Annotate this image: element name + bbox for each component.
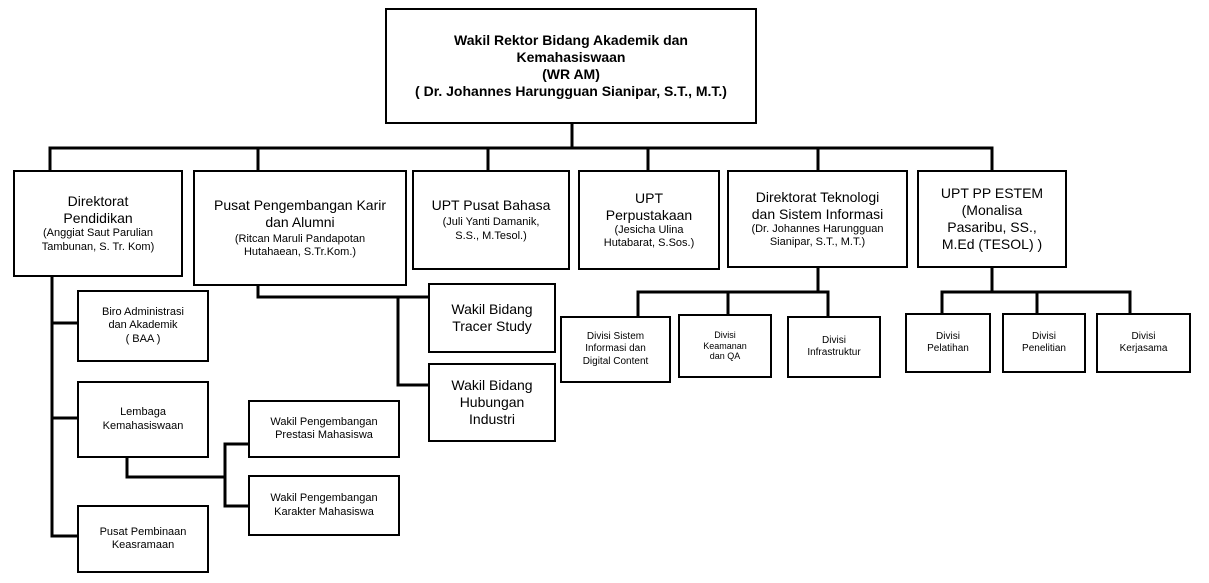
dir-pendidikan-title-1: Direktorat (67, 193, 129, 210)
pusat-pembinaan-line-1: Pusat Pembinaan (99, 525, 187, 538)
upt-bahasa-name-2: S.S., M.Tesol.) (455, 229, 527, 242)
ppka-name-1: (Ritcan Maruli Pandapotan (234, 232, 366, 245)
upt-estem-name-3: M.Ed (TESOL) ) (941, 236, 1043, 253)
div-sistem-line-3: Digital Content (582, 355, 649, 367)
baa-line-1: Biro Administrasi (102, 305, 184, 318)
upt-estem-name-2: Pasaribu, SS., (947, 219, 1037, 235)
lembaga-line-2: Kemahasiswaan (102, 419, 184, 432)
upt-bahasa-title: UPT Pusat Bahasa (431, 197, 551, 214)
div-sistem-line-1: Divisi Sistem (586, 331, 645, 343)
wp-karakter-line-2: Karakter Mahasiswa (274, 505, 374, 518)
ppka-title-1: Pusat Pengembangan Karir (214, 196, 386, 213)
hubungan-line-2: Hubungan (459, 393, 525, 410)
wp-karakter-line-1: Wakil Pengembangan (270, 492, 378, 505)
box-pusat-pengembangan-karir: Pusat Pengembangan Karir dan Alumni (Rit… (193, 170, 407, 286)
dir-tsi-title-2: dan Sistem Informasi (751, 205, 884, 222)
div-sistem-line-2: Informasi dan (585, 343, 646, 355)
box-wakil-bidang-hubungan: Wakil Bidang Hubungan Industri (428, 363, 556, 442)
div-penelitian-line-1: Divisi (1032, 330, 1056, 342)
box-upt-pusat-bahasa: UPT Pusat Bahasa (Juli Yanti Damanik, S.… (412, 170, 570, 270)
box-upt-pp-estem: UPT PP ESTEM (Monalisa Pasaribu, SS., M.… (917, 170, 1067, 268)
div-infra-line-2: Infrastruktur (807, 347, 861, 358)
box-wakil-pengembangan-karakter: Wakil Pengembangan Karakter Mahasiswa (248, 475, 400, 536)
div-pelatihan-line-2: Pelatihan (927, 343, 969, 354)
ppka-title-2: dan Alumni (265, 213, 335, 230)
root-line-2: Kemahasiswaan (516, 48, 626, 65)
div-kerjasama-line-2: Kerjasama (1119, 343, 1168, 354)
box-divisi-penelitian: Divisi Penelitian (1002, 313, 1086, 373)
ppka-name-2: Hutahaean, S.Tr.Kom.) (243, 246, 357, 259)
box-wakil-pengembangan-prestasi: Wakil Pengembangan Prestasi Mahasiswa (248, 400, 400, 458)
dir-pendidikan-title-2: Pendidikan (63, 210, 133, 227)
box-divisi-keamanan: Divisi Keamanan dan QA (678, 314, 772, 378)
upt-estem-title: UPT PP ESTEM (940, 184, 1044, 201)
wp-prestasi-line-2: Prestasi Mahasiswa (275, 429, 373, 441)
upt-perpustakaan-name-1: (Jesicha Ulina (614, 223, 684, 236)
box-wakil-rektor: Wakil Rektor Bidang Akademik dan Kemahas… (385, 8, 757, 124)
div-keamanan-line-1: Divisi (714, 329, 736, 340)
baa-line-2: dan Akademik (108, 319, 178, 332)
dir-tsi-title-1: Direktorat Teknologi (755, 188, 880, 205)
div-keamanan-line-3: dan QA (709, 351, 741, 362)
pusat-pembinaan-line-2: Keasramaan (111, 539, 175, 551)
box-upt-perpustakaan: UPT Perpustakaan (Jesicha Ulina Hutabara… (578, 170, 720, 270)
upt-estem-name-1: (Monalisa (961, 201, 1023, 218)
div-kerjasama-line-1: Divisi (1131, 330, 1156, 342)
box-lembaga-kemahasiswaan: Lembaga Kemahasiswaan (77, 381, 209, 458)
root-line-3: (WR AM) (542, 66, 600, 82)
hubungan-line-3: Industri (469, 411, 515, 428)
wp-prestasi-line-1: Wakil Pengembangan (270, 415, 378, 428)
div-infra-line-1: Divisi (822, 334, 846, 346)
hubungan-line-1: Wakil Bidang (451, 376, 533, 393)
root-line-4: ( Dr. Johannes Harungguan Sianipar, S.T.… (415, 83, 727, 100)
box-divisi-pelatihan: Divisi Pelatihan (905, 313, 991, 373)
upt-perpustakaan-name-2: Hutabarat, S.Sos.) (603, 237, 695, 250)
upt-perpustakaan-title-1: UPT (635, 189, 663, 206)
box-direktorat-pendidikan: Direktorat Pendidikan (Anggiat Saut Paru… (13, 170, 183, 277)
box-wakil-bidang-tracer: Wakil Bidang Tracer Study (428, 283, 556, 353)
upt-perpustakaan-title-2: Perpustakaan (605, 206, 693, 223)
tracer-line-2: Tracer Study (452, 318, 532, 334)
box-direktorat-teknologi: Direktorat Teknologi dan Sistem Informas… (727, 170, 908, 268)
baa-line-3: ( BAA ) (125, 332, 161, 345)
box-divisi-kerjasama: Divisi Kerjasama (1096, 313, 1191, 373)
upt-bahasa-name-1: (Juli Yanti Damanik, (442, 216, 540, 229)
tracer-line-1: Wakil Bidang (451, 300, 533, 317)
div-penelitian-line-2: Penelitian (1022, 343, 1066, 354)
box-divisi-infrastruktur: Divisi Infrastruktur (787, 316, 881, 378)
lembaga-line-1: Lembaga (120, 406, 166, 419)
div-keamanan-line-2: Keamanan (703, 340, 747, 351)
box-pusat-pembinaan: Pusat Pembinaan Keasramaan (77, 505, 209, 573)
box-biro-administrasi: Biro Administrasi dan Akademik ( BAA ) (77, 290, 209, 362)
dir-pendidikan-name-1: (Anggiat Saut Parulian (42, 227, 154, 240)
root-line-1: Wakil Rektor Bidang Akademik dan (454, 31, 688, 48)
dir-tsi-name-1: (Dr. Johannes Harungguan (751, 222, 884, 235)
box-divisi-sistem-informasi: Divisi Sistem Informasi dan Digital Cont… (560, 316, 671, 383)
dir-pendidikan-name-2: Tambunan, S. Tr. Kom) (41, 240, 155, 253)
dir-tsi-name-2: Sianipar, S.T., M.T.) (769, 236, 866, 249)
div-pelatihan-line-1: Divisi (936, 330, 960, 342)
